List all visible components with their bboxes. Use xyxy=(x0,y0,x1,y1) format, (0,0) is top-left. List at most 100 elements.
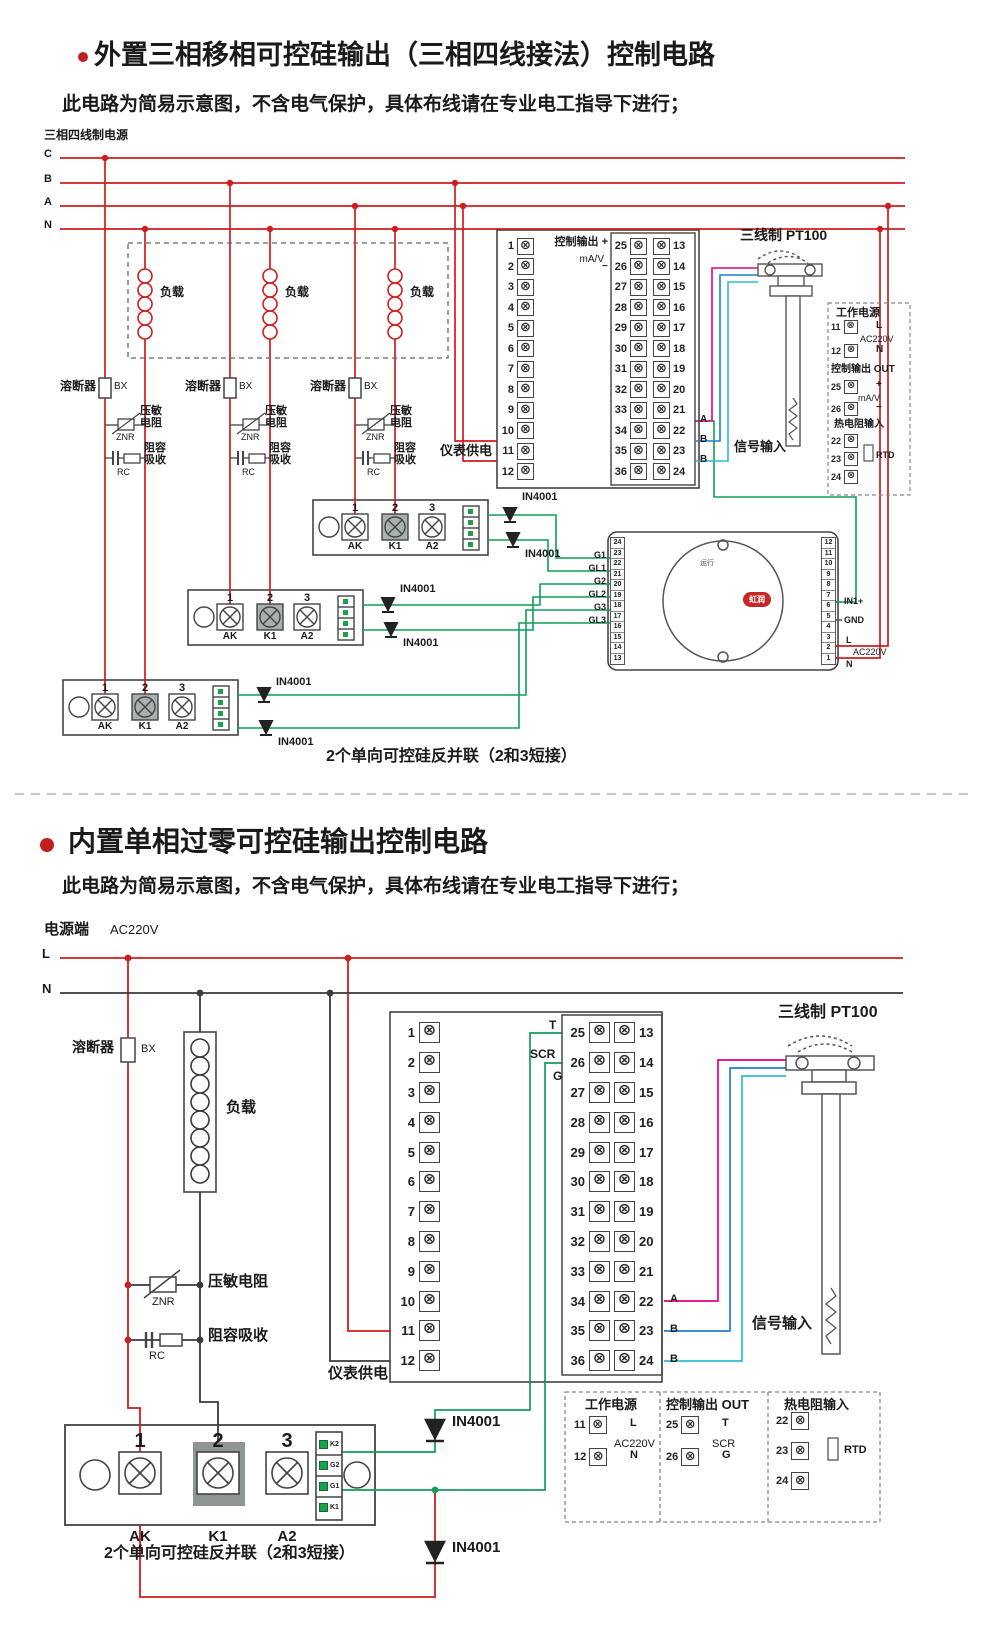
panel-rtd-title-top: 热电阻输入 xyxy=(834,419,884,430)
panel-t-label-bottom: T xyxy=(722,1417,729,1429)
terminal-cell: 17 xyxy=(653,318,687,339)
strip-terminal: 9 xyxy=(822,570,835,580)
controller-rear xyxy=(607,531,839,671)
load-label-1: 负载 xyxy=(160,285,185,299)
strip-terminal: 6 xyxy=(822,601,835,612)
panel-l-label-bottom: L xyxy=(630,1417,637,1429)
module-bottom-label-a2: A2 xyxy=(277,1528,297,1545)
junction-dots-bottom xyxy=(124,954,439,1494)
terminal-cell: 35 xyxy=(566,1316,610,1346)
load-coils-top xyxy=(137,268,403,340)
module-bottom-num-1: 1 xyxy=(134,1430,146,1452)
module-c-label-ak: AK xyxy=(97,721,113,732)
strip-terminal: 3 xyxy=(822,633,835,643)
terminal-cell: 12 xyxy=(396,1346,440,1376)
terminal-cell: 2 xyxy=(396,1048,440,1078)
phase-a-label: A xyxy=(44,196,52,208)
terminal-cell: 17 xyxy=(614,1137,658,1167)
gate-label-gl1: GL1 xyxy=(588,563,606,573)
module-bottom-label-k1: K1 xyxy=(208,1528,228,1545)
module-c-num-2: 2 xyxy=(141,682,149,694)
strip-terminal: 21 xyxy=(611,570,624,580)
diode-label-1: IN4001 xyxy=(522,491,558,503)
terminal-number: 11 xyxy=(831,322,841,332)
fuse-label-1: 溶断器 xyxy=(59,379,96,393)
block-top-left-column: 123456789101112 xyxy=(500,236,534,482)
terminal-cell: 14 xyxy=(614,1048,658,1078)
section1-title: 外置三相移相可控硅输出（三相四线接法）控制电路 xyxy=(94,40,715,70)
load-area-dashed-box xyxy=(127,242,449,359)
terminal-cell: 29 xyxy=(566,1137,610,1167)
ctrl-g-label: G xyxy=(553,1069,563,1083)
terminal-cell: 34 xyxy=(613,421,647,442)
power-source-label: 三相四线制电源 xyxy=(44,128,129,142)
strip-terminal: 5 xyxy=(822,612,835,622)
signal-input-label-top: 信号输入 xyxy=(734,439,787,454)
panel-terminal-11-bottom: 11 xyxy=(574,1416,607,1434)
block-top-right-column: 131415161718192021222324 xyxy=(653,236,687,482)
terminal-cell: 28 xyxy=(613,298,647,319)
terminal-b1-label-bottom: B xyxy=(670,1323,678,1335)
module-a-label-ak: AK xyxy=(347,541,363,552)
phase-c-label: C xyxy=(44,148,52,160)
terminal-cell: 5 xyxy=(396,1137,440,1167)
panel-rtd-code-bottom: RTD xyxy=(844,1444,867,1456)
section1-caption: 2个单向可控硅反并联（2和3短接） xyxy=(326,748,577,765)
terminal-b1-label-top: B xyxy=(700,434,708,445)
module-c-num-1: 1 xyxy=(101,682,109,694)
panel-l-label-top: L xyxy=(876,320,883,331)
pt100-wires-top xyxy=(696,267,758,462)
terminal-cell: 2 xyxy=(500,257,534,278)
terminal-cell: 26 xyxy=(566,1048,610,1078)
panel-terminal-23-bottom: 23 xyxy=(776,1442,809,1460)
terminal-cell: 19 xyxy=(614,1197,658,1227)
terminal-b2-label-bottom: B xyxy=(670,1353,678,1365)
terminal-cell: 11 xyxy=(396,1316,440,1346)
terminal-cell: 10 xyxy=(396,1286,440,1316)
module-bottom-num-2: 2 xyxy=(212,1430,224,1452)
panel-terminal-25-top: 25 xyxy=(831,380,858,394)
varistor-label-bottom: 压敏电阻 xyxy=(208,1273,269,1290)
line-l-label: L xyxy=(42,946,50,961)
module-c-label-a2: A2 xyxy=(175,721,189,732)
terminal-cell: 26 xyxy=(613,257,647,278)
panel-terminal-25-bottom: 25 xyxy=(666,1416,699,1434)
module-a-label-a2: A2 xyxy=(425,541,439,552)
terminal-cell: 33 xyxy=(566,1256,610,1286)
varistor-rc-symbols-top xyxy=(105,412,395,465)
terminal-cell: 28 xyxy=(566,1107,610,1137)
controller-ac-label: AC220V xyxy=(853,647,887,657)
strip-terminal: 8 xyxy=(822,580,835,591)
terminal-number: 11 xyxy=(574,1419,586,1431)
diode-label-5: IN4001 xyxy=(276,676,312,688)
section2-title: 内置单相过零可控硅输出控制电路 xyxy=(68,826,489,857)
control-wires-bottom xyxy=(342,1032,562,1491)
ctrl-output-label: 控制输出 + xyxy=(554,236,608,248)
terminal-block-bottom-inner xyxy=(561,1014,663,1376)
terminal-cell: 27 xyxy=(613,277,647,298)
meter-supply-label-top: 仪表供电 xyxy=(439,443,492,458)
terminal-cell: 11 xyxy=(500,441,534,462)
rc-code-bottom: RC xyxy=(149,1350,165,1362)
section2-subtitle: 此电路为简易示意图，不含电气保护，具体布线请在专业电工指导下进行； xyxy=(62,876,690,897)
pt100-probe-top xyxy=(757,250,823,447)
panel-terminal-26-top: 26 xyxy=(831,402,858,416)
terminal-cell: 30 xyxy=(566,1167,610,1197)
module-b-num-1: 1 xyxy=(226,592,234,604)
pt100-label-bottom: 三线制 PT100 xyxy=(778,1004,878,1021)
rc-code-1: RC xyxy=(117,467,130,477)
panel-terminal-23-top: 23 xyxy=(831,452,858,466)
fuse-label-2: 溶断器 xyxy=(184,379,221,393)
strip-terminal: 19 xyxy=(611,591,624,601)
diode-label-bottom-2: IN4001 xyxy=(452,1539,501,1556)
phase-n-label: N xyxy=(44,219,52,231)
terminal-cell: 36 xyxy=(566,1346,610,1376)
fuse-symbols xyxy=(98,377,362,1063)
panel-g-label-bottom: G xyxy=(722,1449,731,1461)
terminal-cell: 6 xyxy=(500,339,534,360)
controller-gnd-label: GND xyxy=(844,615,864,625)
terminal-cell: 29 xyxy=(613,318,647,339)
panel-ac-label-top: AC220V xyxy=(860,334,894,344)
